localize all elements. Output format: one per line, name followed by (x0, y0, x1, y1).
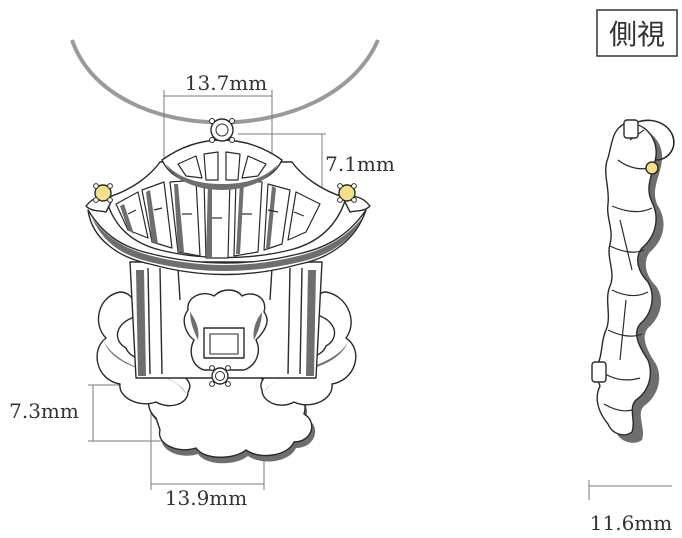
right-yellow-gem (338, 184, 356, 202)
crown-slats (177, 151, 267, 181)
dim-side-depth: 11.6mm (590, 511, 672, 535)
roof-tile-marks (127, 207, 305, 219)
side-bail (627, 119, 675, 161)
pillar-shadow-right (306, 270, 316, 376)
left-yellow-gem-prongs (93, 183, 113, 203)
pillars (147, 267, 303, 375)
dim-bottom-width: 13.9mm (165, 486, 247, 510)
shrine-window-inner (209, 333, 239, 355)
side-view-label: 側視 (609, 18, 665, 51)
side-yellow-gem (645, 161, 659, 175)
bottom-stone-inner (215, 371, 225, 381)
dim-top-width: 13.7mm (185, 71, 267, 95)
side-profile (593, 122, 657, 436)
shrine-ornament-shadow (190, 312, 262, 340)
bottom-stone-prongs (209, 365, 231, 387)
roof-tile-shadows (120, 182, 276, 258)
left-yellow-gem (94, 184, 112, 202)
side-top-setting (623, 119, 639, 139)
front-view-pendant (85, 118, 371, 464)
dim-top-height: 7.1mm (325, 152, 395, 176)
side-view-label-box (596, 9, 678, 57)
roof-crown-shadow (166, 164, 278, 190)
right-yellow-gem-prongs (337, 183, 357, 203)
pillar-shadow-left (136, 270, 146, 376)
side-bottom-setting (591, 361, 607, 383)
dim-bottom-height: 7.3mm (9, 399, 79, 423)
shrine-window (203, 327, 245, 359)
top-stone-inner (215, 123, 229, 137)
top-stone-prongs (209, 118, 235, 143)
roof-underside-shadow (92, 218, 362, 271)
side-view-pendant (591, 119, 675, 443)
